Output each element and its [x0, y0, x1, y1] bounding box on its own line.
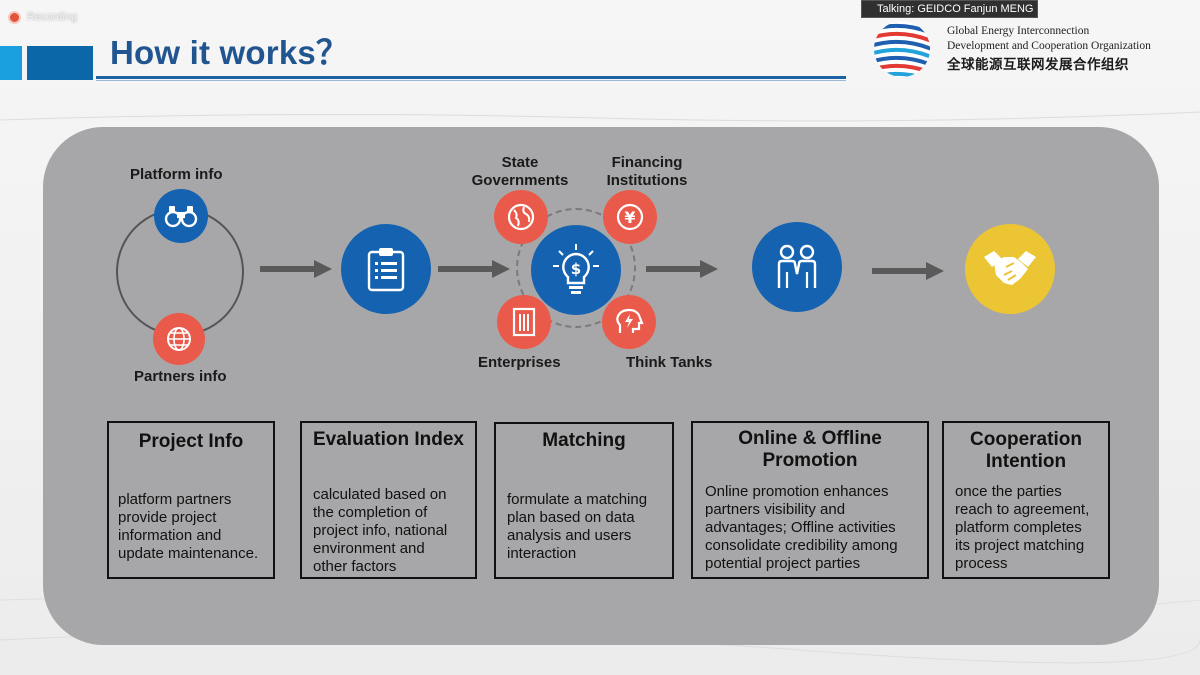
step-title: Cooperation Intention — [944, 429, 1108, 473]
org-name-line2: Development and Cooperation Organization — [947, 40, 1151, 52]
matching-ring — [516, 208, 636, 328]
step-description-line: interaction — [507, 545, 577, 562]
recording-label: Recording — [27, 11, 78, 23]
promotion-circle — [752, 222, 842, 312]
evaluation-circle — [341, 224, 431, 314]
clipboard-icon — [367, 248, 405, 292]
step-description-line: process — [955, 555, 1008, 572]
step-title: Evaluation Index — [313, 429, 464, 450]
title-underline — [96, 76, 846, 79]
step-description-line: environment and — [313, 540, 425, 557]
globe-icon — [507, 203, 535, 231]
step-title-line1: Online & Offline — [738, 428, 882, 449]
state-governments-label: State Governments — [470, 154, 570, 190]
think-tanks-label: Think Tanks — [626, 354, 713, 371]
step-description: once the parties reach to agreement, pla… — [955, 483, 1089, 573]
step-description-line: its project matching — [955, 537, 1085, 554]
step-description-line: project info, national — [313, 522, 448, 539]
step-title-line1: Cooperation — [970, 429, 1082, 450]
state-governments-circle — [494, 190, 548, 244]
step-description-line: formulate a matching — [507, 491, 648, 508]
financing-institutions-label: Financing Institutions — [600, 154, 694, 190]
step-description: platform partners provide project inform… — [118, 491, 258, 563]
step-box-online-offline-promotion: Online & Offline Promotion Online promot… — [691, 421, 929, 579]
arrow-right-icon — [872, 262, 944, 280]
arrow-right-icon — [438, 260, 510, 278]
step-box-cooperation-intention: Cooperation Intention once the parties r… — [942, 421, 1110, 579]
geidco-logo-icon — [874, 21, 930, 77]
brain-bolt-icon — [616, 308, 644, 333]
step-description-line: analysis and users — [507, 527, 632, 544]
globe-network-icon — [167, 327, 191, 351]
step-description-line: once the parties — [955, 483, 1062, 500]
step-title: Matching — [542, 430, 626, 451]
yuan-icon: ¥ — [616, 203, 644, 231]
platform-info-circle — [154, 189, 208, 243]
financing-line1: Financing — [611, 154, 683, 171]
step-description-line: Online promotion enhances — [705, 483, 889, 500]
enterprises-label: Enterprises — [478, 354, 561, 371]
step-box-matching: Matching formulate a matching plan based… — [494, 422, 674, 579]
step-description-line: advantages; Offline activities — [705, 519, 896, 536]
step-description-line: update maintenance. — [118, 545, 259, 562]
cooperation-circle — [965, 224, 1055, 314]
org-name-en: Global Energy Interconnection Developmen… — [947, 24, 1151, 54]
slide-title: How it works？ — [110, 34, 350, 71]
step-box-evaluation-index: Evaluation Index calculated based on the… — [300, 421, 477, 579]
step-description-line: other factors — [313, 558, 397, 575]
platform-info-label: Platform info — [130, 166, 223, 183]
recording-indicator: Recording — [8, 9, 77, 25]
partners-info-circle — [153, 313, 205, 365]
state-governments-line2: Governments — [471, 172, 569, 189]
building-icon — [512, 307, 536, 337]
svg-text:¥: ¥ — [624, 208, 635, 227]
step-description-line: provide project — [118, 509, 217, 526]
step-description: calculated based on the completion of pr… — [313, 486, 447, 576]
step-description: Online promotion enhances partners visib… — [705, 483, 898, 573]
step-title: Online & Offline Promotion — [693, 428, 927, 472]
partners-info-label: Partners info — [134, 368, 227, 385]
arrow-right-icon — [646, 260, 718, 278]
org-name-line1: Global Energy Interconnection — [947, 25, 1090, 37]
step-description: formulate a matching plan based on data … — [507, 491, 647, 563]
state-governments-line1: State — [501, 154, 539, 171]
svg-text:$: $ — [571, 260, 581, 278]
people-icon — [777, 244, 817, 288]
enterprises-circle — [497, 295, 551, 349]
step-box-project-info: Project Info platform partners provide p… — [107, 421, 275, 579]
step-description-line: reach to agreement, — [955, 501, 1090, 518]
matching-circle: $ — [531, 225, 621, 315]
think-tanks-circle — [602, 295, 656, 349]
step-description-line: partners visibility and — [705, 501, 846, 518]
financing-circle: ¥ — [603, 190, 657, 244]
step-title-line2: Promotion — [762, 450, 858, 471]
step-description-line: consolidate credibility among — [705, 537, 898, 554]
binoculars-icon — [164, 206, 198, 228]
step-description-line: potential project parties — [705, 555, 861, 572]
step-description-line: platform partners — [118, 491, 232, 508]
arrow-right-icon — [260, 260, 332, 278]
step-description-line: platform completes — [955, 519, 1082, 536]
org-name-cn: 全球能源互联网发展合作组织 — [947, 57, 1129, 72]
step-description-line: the completion of — [313, 504, 428, 521]
step-title-line2: Intention — [985, 451, 1067, 472]
record-icon — [8, 10, 21, 24]
lightbulb-dollar-icon: $ — [553, 244, 599, 294]
title-underline-thin — [96, 80, 846, 81]
step-description-line: information and — [118, 527, 222, 544]
financing-line2: Institutions — [606, 172, 688, 189]
step-description-line: calculated based on — [313, 486, 447, 503]
talking-indicator: Talking: GEIDCO Fanjun MENG — [861, 0, 1038, 18]
step-description-line: plan based on data — [507, 509, 635, 526]
step-title: Project Info — [138, 431, 244, 452]
handshake-icon — [984, 251, 1036, 285]
